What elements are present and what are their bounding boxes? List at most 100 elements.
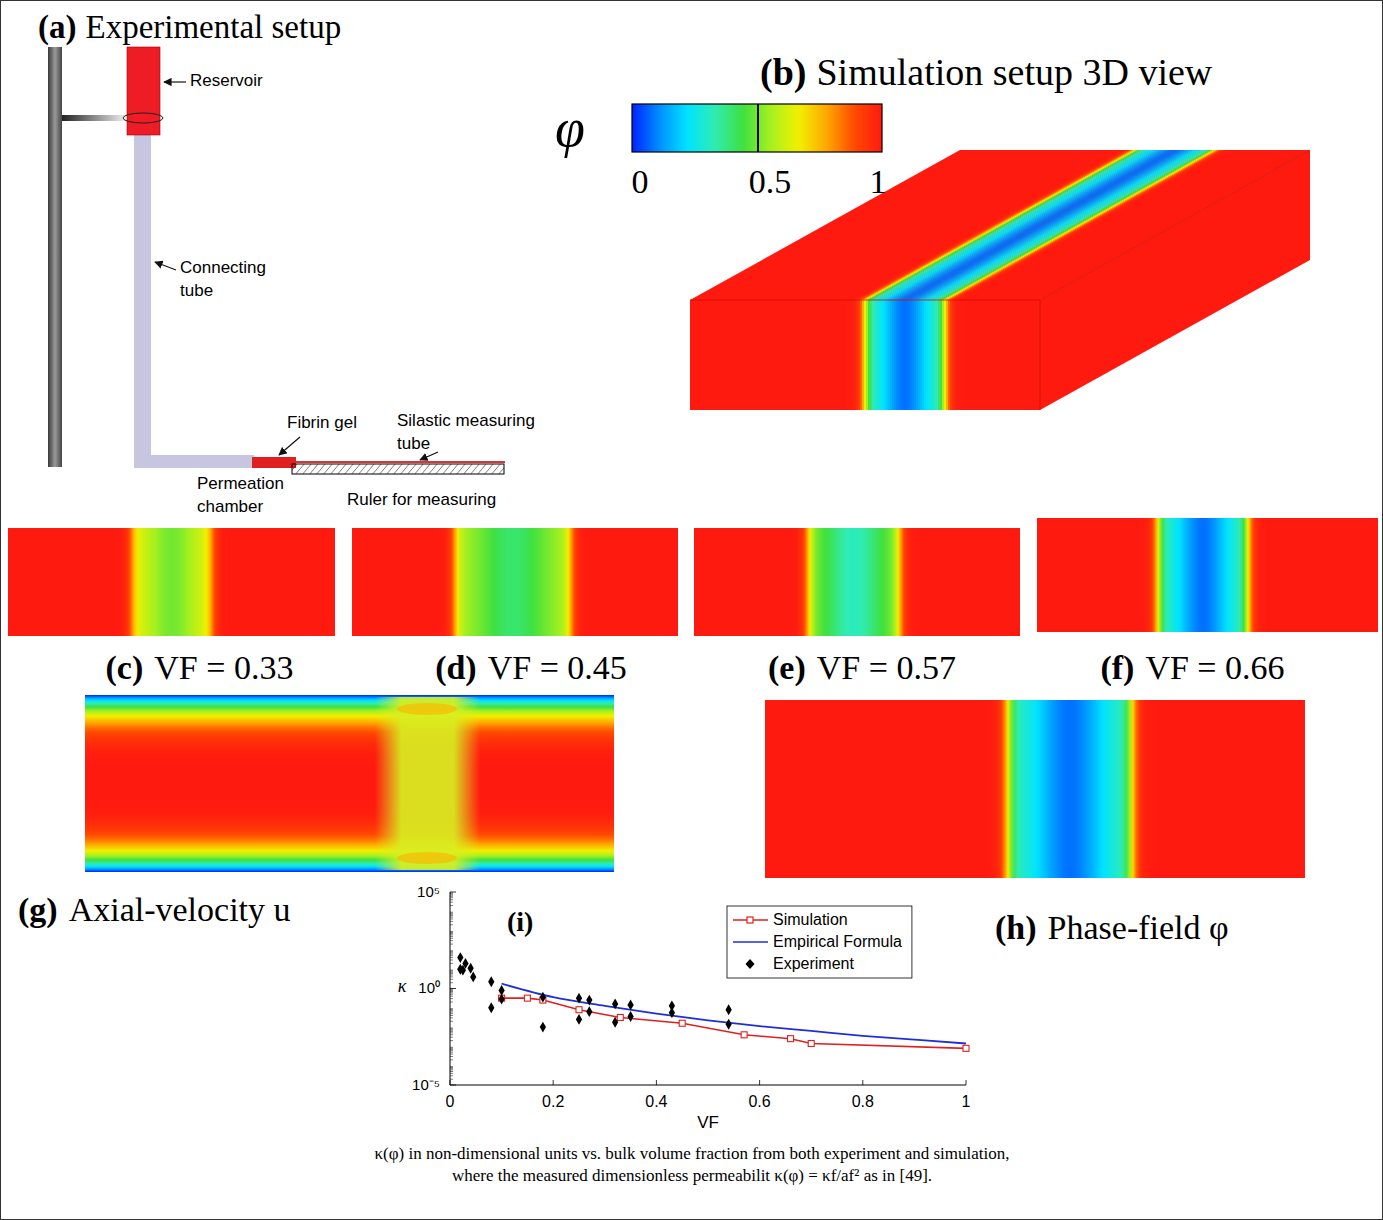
panel-letter: (f) bbox=[1100, 648, 1134, 687]
field-image bbox=[352, 528, 678, 636]
axis-line bbox=[450, 1071, 453, 1072]
panel-title: Axial-velocity u bbox=[69, 890, 291, 929]
axis-line bbox=[450, 931, 453, 932]
axis-line bbox=[450, 957, 453, 958]
axis-line bbox=[450, 982, 453, 983]
axis-line bbox=[450, 917, 453, 918]
axis-line bbox=[450, 1030, 453, 1031]
field-fill bbox=[8, 528, 335, 636]
axis-line bbox=[450, 1049, 453, 1050]
axis-line bbox=[450, 952, 453, 953]
axis-line bbox=[966, 1080, 967, 1085]
axis-line bbox=[450, 921, 453, 922]
axis-line bbox=[450, 914, 453, 915]
label-box: Silastic measuring tube bbox=[397, 410, 562, 456]
field-panel: (e)VF = 0.57 bbox=[694, 528, 1020, 636]
axis-line bbox=[450, 893, 453, 894]
axis-line bbox=[450, 1056, 453, 1057]
label-text: VF bbox=[697, 1113, 719, 1133]
label-text: 0.8 bbox=[852, 1092, 874, 1111]
field-image bbox=[694, 528, 1020, 636]
label-text: (b) bbox=[760, 50, 806, 96]
permeability-chart bbox=[450, 892, 969, 1085]
axis-line bbox=[450, 1015, 453, 1016]
label-box: 0.5 bbox=[749, 162, 792, 203]
axis-line bbox=[450, 990, 453, 991]
axis-line bbox=[450, 972, 453, 973]
field-fill bbox=[85, 695, 614, 872]
empirical-curve bbox=[502, 984, 966, 1044]
axis-line bbox=[450, 894, 453, 895]
leader-arrow bbox=[279, 437, 300, 455]
field-panel: (f)VF = 0.66 bbox=[1037, 518, 1378, 632]
experiment-marker bbox=[498, 985, 504, 996]
label-box: Experimental setup bbox=[85, 8, 341, 48]
experiment-marker bbox=[726, 1004, 732, 1015]
axis-line bbox=[450, 955, 453, 956]
label-text: (a) bbox=[38, 8, 76, 48]
experiment-marker bbox=[470, 971, 476, 982]
figure-caption-box: κ(φ) in non-dimensional units vs. bulk v… bbox=[352, 1143, 1032, 1187]
connecting-tube bbox=[134, 135, 151, 468]
axis-line bbox=[450, 1073, 453, 1074]
field-fill bbox=[352, 528, 678, 636]
axis-line bbox=[450, 951, 453, 952]
axis-line bbox=[450, 1001, 453, 1002]
leader-arrow bbox=[155, 262, 176, 270]
label-box: Permeation chamber bbox=[197, 473, 302, 519]
box-edge bbox=[1040, 300, 1041, 410]
experiment-marker bbox=[576, 993, 582, 1004]
label-box: 10⁵ bbox=[417, 883, 440, 901]
experiment-marker bbox=[468, 963, 474, 974]
field-fill bbox=[694, 528, 1020, 636]
label-text: 0 bbox=[446, 1092, 455, 1111]
field-panel: (g)Axial-velocity u bbox=[85, 695, 614, 872]
axis-line bbox=[450, 1085, 966, 1086]
legend-row: Empirical Formula bbox=[773, 933, 902, 951]
field-fill bbox=[765, 700, 1305, 878]
label-text: Reservoir bbox=[190, 71, 263, 91]
axis-line bbox=[450, 1069, 453, 1070]
panel-letter: (g) bbox=[18, 890, 58, 929]
simulation-marker bbox=[808, 1041, 814, 1047]
experiment-marker bbox=[460, 965, 466, 976]
label-text: 1 bbox=[962, 1092, 971, 1111]
axis-line bbox=[450, 938, 453, 939]
axis-line bbox=[450, 1052, 453, 1053]
axis-line bbox=[450, 989, 453, 990]
axis-line bbox=[450, 897, 453, 898]
label-box: φ bbox=[555, 96, 585, 161]
axis-line bbox=[450, 915, 453, 916]
label-text: Ruler for measuring bbox=[347, 490, 496, 510]
axis-line bbox=[450, 1040, 453, 1041]
panel-caption: (c)VF = 0.33 bbox=[106, 648, 294, 687]
label-text: Silastic measuring tube bbox=[397, 410, 562, 456]
experiment-marker bbox=[540, 1022, 546, 1033]
axis-line bbox=[450, 1031, 453, 1032]
simulation-curve bbox=[502, 998, 966, 1048]
axis-line bbox=[450, 932, 453, 933]
ruler bbox=[292, 464, 504, 474]
field-panel: (d)VF = 0.45 bbox=[352, 528, 678, 636]
panel-caption: (g) Axial-velocity u bbox=[18, 890, 291, 929]
label-text: 0.2 bbox=[542, 1092, 564, 1111]
gel-band bbox=[846, 150, 1237, 410]
axis-line bbox=[450, 944, 453, 945]
axis-line bbox=[450, 892, 453, 893]
legend-row: Simulation bbox=[773, 911, 848, 929]
legend-text: Simulation bbox=[773, 911, 848, 929]
experiment-marker bbox=[586, 1006, 592, 1017]
gel-slowdown bbox=[397, 703, 457, 715]
label-text: φ bbox=[555, 96, 585, 161]
axis-line bbox=[450, 1008, 453, 1009]
legend-text: Empirical Formula bbox=[773, 933, 902, 951]
gel-slowdown bbox=[375, 697, 480, 870]
label-text: Fibrin gel bbox=[287, 413, 357, 433]
label-box: Ruler for measuring bbox=[347, 490, 496, 510]
label-box: Reservoir bbox=[190, 71, 263, 91]
label-text: 1 bbox=[870, 162, 887, 203]
simulation-marker bbox=[679, 1020, 685, 1026]
label-box: κ bbox=[398, 976, 407, 998]
panel-caption: (d)VF = 0.45 bbox=[435, 648, 627, 687]
